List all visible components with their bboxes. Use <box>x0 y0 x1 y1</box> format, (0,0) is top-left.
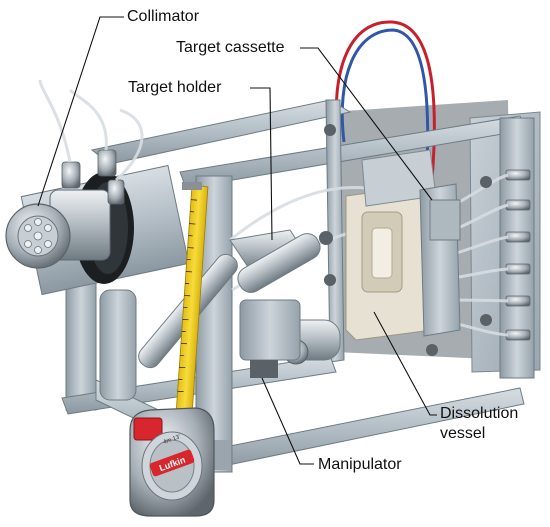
dissolution-vessel-label: Dissolution vessel <box>440 404 518 444</box>
dissolution-vessel-label-line2: vessel <box>440 425 486 442</box>
collimator <box>5 79 190 296</box>
tape-size: 4m 13' <box>163 434 182 446</box>
callout-lines <box>37 16 437 465</box>
dissolution-vessel-label-line1: Dissolution <box>440 405 519 422</box>
target-cassette <box>419 183 461 337</box>
supply-tubes <box>334 20 436 183</box>
collimator-leader <box>37 16 124 207</box>
tape-measure: Lufkin 4m 13' <box>129 182 215 517</box>
thumb-screws <box>319 124 492 356</box>
manipulator-leader <box>261 377 314 465</box>
target-holder-leader <box>250 87 273 241</box>
dissolution-vessel-leader <box>373 311 437 416</box>
target-cassette-label: Target cassette <box>176 39 285 56</box>
manipulator-label: Manipulator <box>318 456 402 473</box>
tape-measure-case: Lufkin 4m 13' <box>129 407 215 517</box>
target-holder-label: Target holder <box>128 79 222 96</box>
target-cassette-leader <box>300 47 433 201</box>
manipulator <box>239 299 341 378</box>
right-post <box>499 117 535 379</box>
dissolution-vessel-block <box>345 149 437 341</box>
collimator-label: Collimator <box>127 8 200 25</box>
